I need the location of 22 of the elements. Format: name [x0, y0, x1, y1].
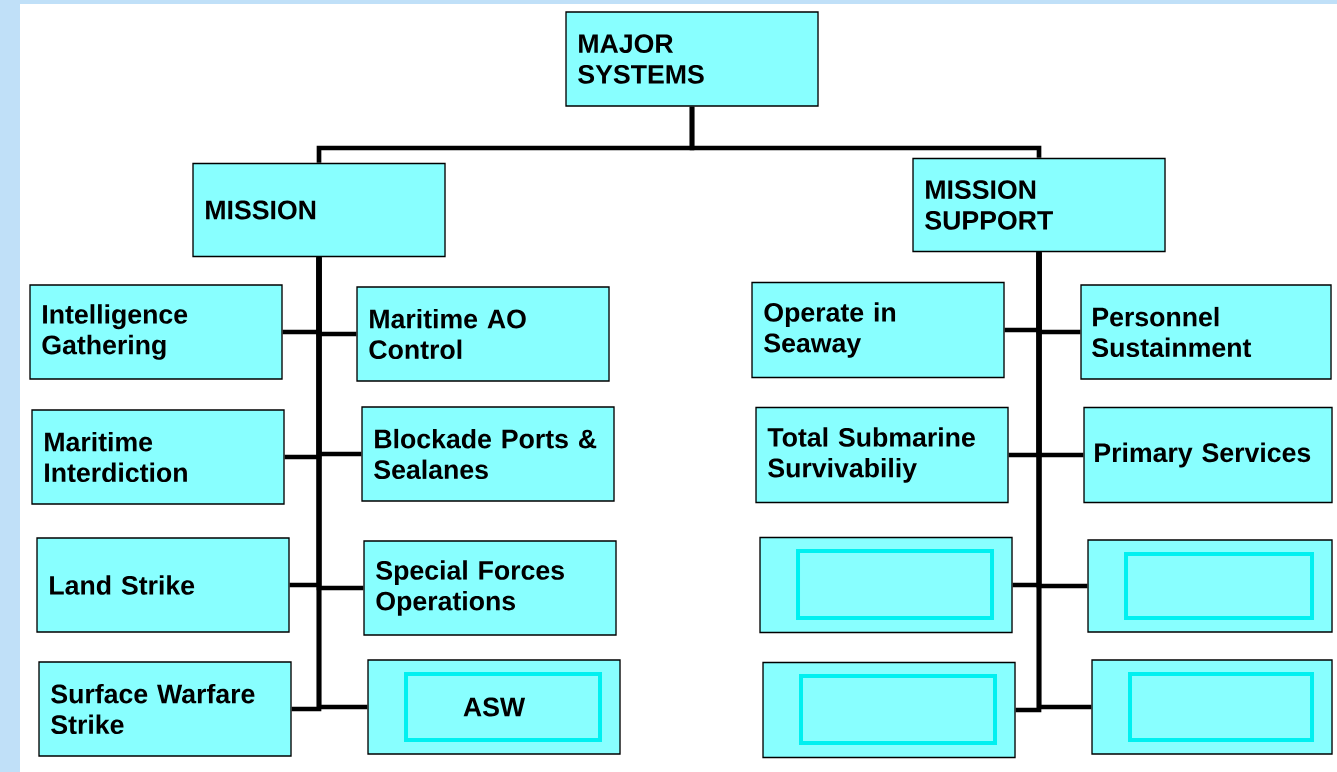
process-box: MAJOR SYSTEMS: [565, 11, 819, 107]
process-box: Maritime Interdiction: [31, 409, 285, 505]
process-box: Land Strike: [36, 537, 290, 633]
connector-line: [1036, 252, 1092, 710]
process-box: Intelligence Gathering: [29, 284, 283, 380]
process-box: Maritime AO Control: [356, 286, 610, 382]
process-box: ASW: [367, 659, 621, 755]
process-box: Personnel Sustainment: [1080, 284, 1332, 380]
process-box: Special Forces Operations: [363, 540, 617, 636]
process-box: MISSION SUPPORT: [912, 157, 1166, 253]
process-box: Surface Warfare Strike: [38, 661, 292, 757]
empty-box: [1091, 659, 1333, 755]
process-box: Total Submarine Survivabiliy: [755, 406, 1009, 504]
process-box: Operate in Seaway: [751, 281, 1005, 379]
process-box: Blockade Ports & Sealanes: [361, 406, 615, 502]
process-box: Primary Services: [1083, 406, 1333, 504]
empty-box: [1087, 539, 1333, 633]
empty-box: [762, 661, 1016, 759]
process-box: MISSION: [192, 162, 446, 258]
empty-box: [759, 536, 1013, 634]
connector-line: [316, 257, 368, 710]
connector-line: [689, 106, 1042, 158]
